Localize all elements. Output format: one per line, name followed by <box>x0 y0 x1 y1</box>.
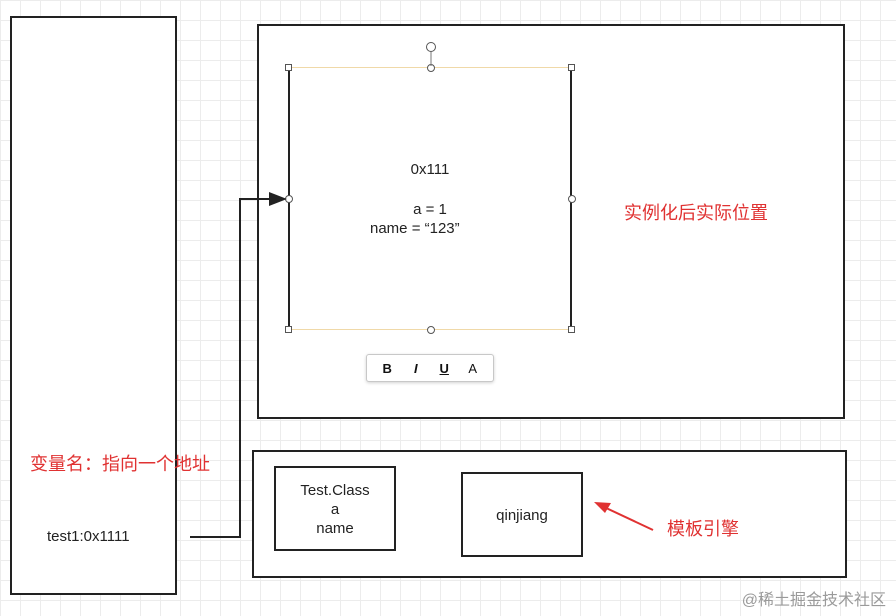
variable-value: test1:0x1111 <box>47 528 130 545</box>
underline-button[interactable]: U <box>439 360 449 376</box>
variable-box[interactable] <box>10 16 177 595</box>
variable-annotation: 变量名：指向一个地址 <box>30 454 210 474</box>
watermark: @稀土掘金技术社区 <box>741 592 886 609</box>
template-annotation: 模板引擎 <box>667 519 739 539</box>
resize-handle-top-left[interactable] <box>285 64 292 71</box>
engine-name: qinjiang <box>496 507 548 524</box>
font-color-button[interactable]: A <box>468 360 478 376</box>
class-field-name: name <box>316 520 354 537</box>
text-format-toolbar: B I U A <box>366 354 494 382</box>
resize-handle-bottom[interactable] <box>427 326 435 334</box>
object-address: 0x111 <box>410 161 450 178</box>
class-box[interactable] <box>274 466 396 551</box>
object-field-name[interactable]: name = “123” <box>370 220 460 237</box>
resize-handle-left[interactable] <box>285 195 293 203</box>
resize-handle-bottom-left[interactable] <box>285 326 292 333</box>
class-field-a: a <box>330 501 340 518</box>
engine-box[interactable] <box>461 472 583 557</box>
resize-handle-right[interactable] <box>568 195 576 203</box>
resize-handle-top-right[interactable] <box>568 64 575 71</box>
italic-button[interactable]: I <box>413 360 418 376</box>
resize-handle-bottom-right[interactable] <box>568 326 575 333</box>
resize-handle-top[interactable] <box>427 64 435 72</box>
object-box[interactable] <box>289 67 572 330</box>
object-field-a: a = 1 <box>413 201 447 218</box>
instance-annotation: 实例化后实际位置 <box>624 203 768 223</box>
class-name: Test.Class <box>300 482 370 499</box>
bold-button[interactable]: B <box>382 360 392 376</box>
